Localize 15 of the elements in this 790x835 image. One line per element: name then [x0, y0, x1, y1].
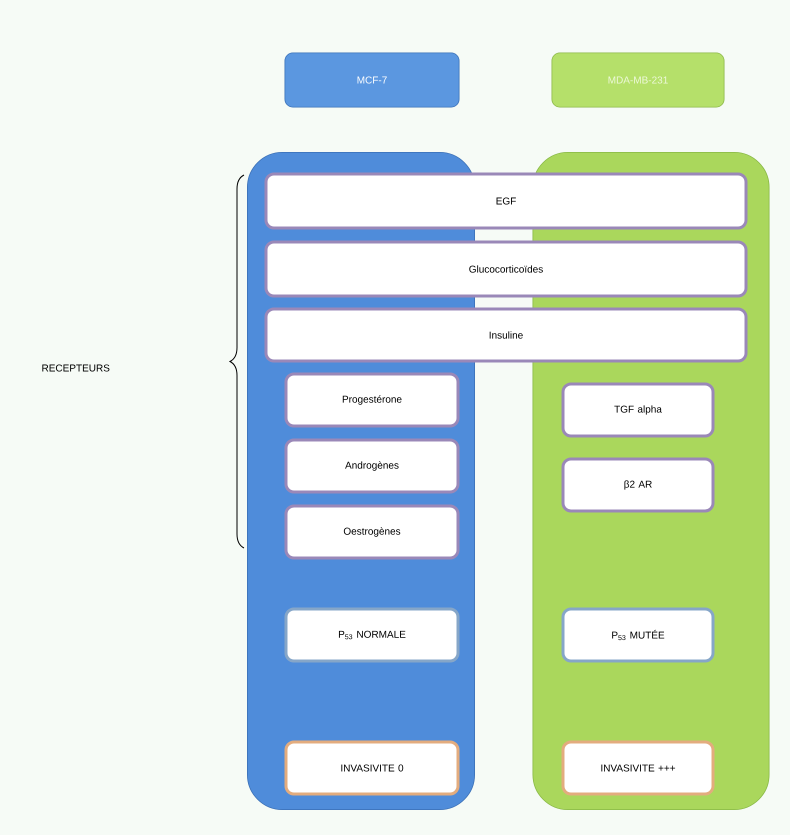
status-box: INVASIVITE +++ [562, 740, 714, 796]
receptor-bar: EGF [264, 172, 748, 230]
receptor-box: Oestrogènes [284, 504, 460, 560]
receptor-box: Progestérone [284, 372, 460, 428]
receptor-box: β2 AR [562, 458, 714, 512]
status-box: P$_{53}$ NORMALE [284, 608, 460, 662]
receptor-box: Androgènes [284, 438, 460, 494]
column-header: MDA-MB-231 [552, 52, 724, 108]
column-header: MCF-7 [284, 52, 460, 108]
status-box: INVASIVITE 0 [284, 740, 460, 796]
status-box: P$_{53}$ MUTÉE [562, 608, 714, 662]
receptor-box: TGF alpha [562, 382, 714, 438]
side-label: RECEPTEURS [42, 364, 110, 372]
receptor-bar: Glucocorticoïdes [264, 240, 748, 298]
receptor-bar: Insuline [264, 308, 748, 362]
